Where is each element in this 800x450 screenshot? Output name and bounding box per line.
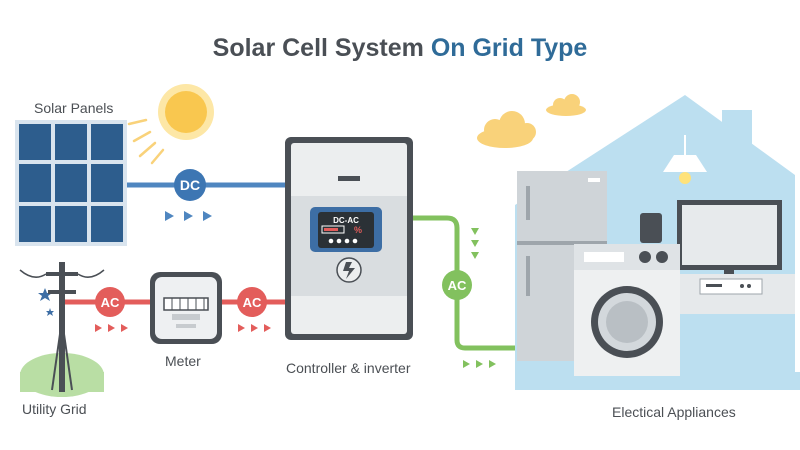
inverter-mode-text: DC-AC — [333, 216, 359, 225]
dc-badge: DC — [174, 169, 206, 201]
house-chimney — [722, 110, 752, 155]
ac-meter-flow-arrows — [238, 324, 271, 332]
tv-stand — [670, 274, 795, 314]
ac-grid-flow-arrows — [95, 324, 128, 332]
meter-label: Meter — [165, 353, 201, 369]
meter — [150, 272, 222, 344]
title-part-1: Solar Cell System — [212, 34, 424, 62]
title-part-2: On Grid Type — [430, 34, 588, 62]
ac-grid-badge: AC — [95, 287, 125, 317]
mug — [640, 213, 662, 243]
cloud-icon — [477, 111, 536, 148]
diagram-title: Solar Cell System On Grid Type — [0, 34, 800, 63]
ac-out-badge-text: AC — [448, 278, 467, 293]
ac-out-badge: AC — [442, 270, 472, 300]
utility-grid-label: Utility Grid — [22, 401, 87, 417]
ac-out-flow-arrows — [463, 228, 496, 368]
inverter-ports — [303, 334, 394, 340]
ac-meter-badge: AC — [237, 287, 267, 317]
inverter-unit-text: % — [354, 225, 362, 235]
house-floor — [515, 372, 800, 390]
solar-panels — [15, 120, 127, 246]
sun-icon — [127, 84, 214, 165]
television — [677, 200, 782, 276]
dc-flow-arrows — [165, 211, 212, 221]
cloud-icon — [546, 94, 586, 116]
star-icon — [38, 288, 54, 316]
ac-meter-badge-text: AC — [243, 295, 262, 310]
controller-label: Controller & inverter — [286, 360, 411, 376]
dc-badge-text: DC — [180, 177, 200, 193]
appliances-label: Electical Appliances — [612, 404, 736, 420]
ac-grid-badge-text: AC — [101, 295, 120, 310]
lamp-icon — [663, 135, 707, 184]
solar-panels-label: Solar Panels — [34, 100, 114, 116]
inverter: DC-AC % — [285, 137, 413, 340]
washing-machine — [574, 244, 680, 376]
utility-pole — [19, 262, 105, 397]
